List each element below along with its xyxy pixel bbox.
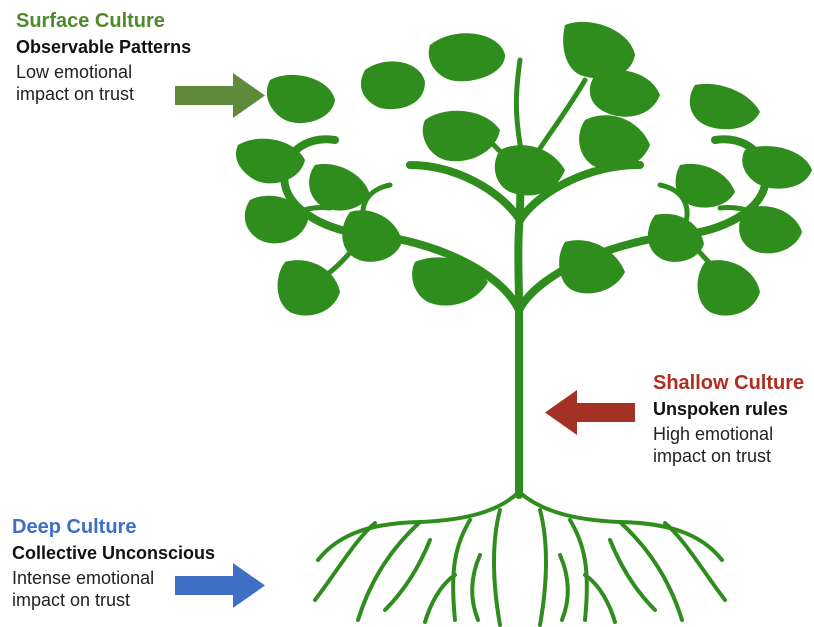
deep-culture-description-line2: impact on trust [12, 590, 131, 610]
deep-culture-description-line1: Intense emotional [12, 567, 155, 588]
surface-culture-description-line2: impact on trust [16, 84, 135, 104]
arrow-right-icon [175, 563, 265, 608]
deep-culture-subheading: Collective Unconscious [12, 543, 216, 563]
shallow-culture-heading: Shallow Culture [653, 372, 805, 394]
branch-center-top [513, 57, 524, 153]
surface-culture-description-line1: Low emotional [16, 61, 133, 82]
leaves [235, 21, 812, 316]
shallow-culture-subheading: Unspoken rules [653, 399, 789, 419]
shallow-culture-description-line1: High emotional [653, 423, 774, 444]
surface-culture-heading: Surface Culture [16, 10, 165, 32]
arrow-right-icon [175, 73, 265, 118]
deep-culture-heading: Deep Culture [12, 516, 137, 538]
shallow-culture-description-line2: impact on trust [653, 446, 772, 466]
surface-culture-subheading: Observable Patterns [16, 37, 192, 57]
roots [313, 490, 727, 627]
arrow-left-icon [545, 390, 635, 435]
deep-culture-block: Deep Culture Collective Unconscious Inte… [12, 515, 247, 612]
shallow-culture-block: Shallow Culture Unspoken rules High emot… [653, 371, 813, 468]
branch-main-left [406, 161, 524, 224]
surface-culture-block: Surface Culture Observable Patterns Low … [16, 9, 246, 106]
tree-trunk [514, 146, 525, 499]
